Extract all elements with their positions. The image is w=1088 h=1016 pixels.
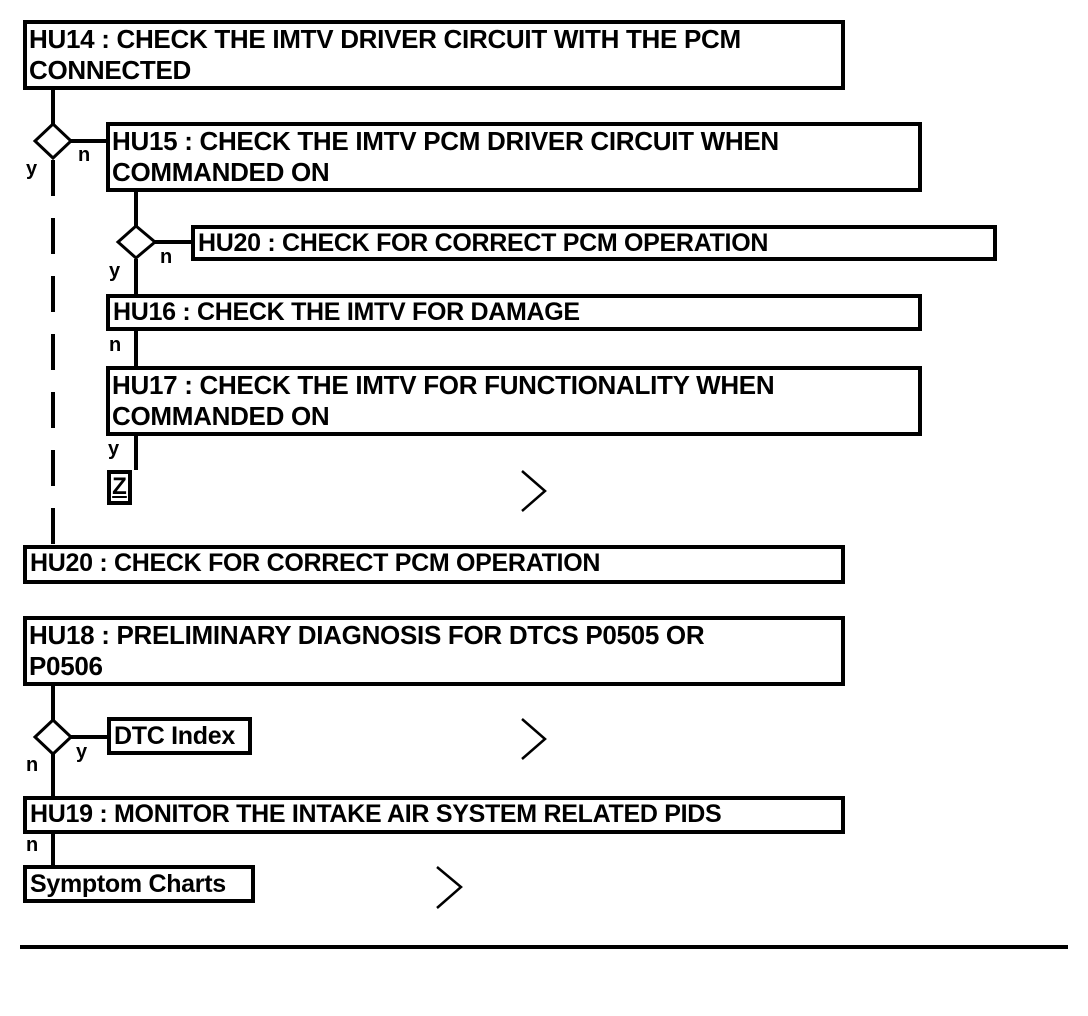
chevron-right-icon: [521, 470, 547, 512]
branch-label-no: n: [78, 144, 91, 166]
branch-label-no: n: [109, 334, 122, 356]
symptom-charts-link[interactable]: Symptom Charts: [23, 865, 255, 903]
dtc-index-link[interactable]: DTC Index: [107, 717, 252, 755]
chevron-right-icon: [436, 866, 463, 909]
chevron-right-icon: [521, 718, 547, 760]
branch-label-yes: y: [26, 158, 38, 180]
branch-label-no: n: [26, 754, 39, 776]
decision-diamond-1: [32, 121, 74, 161]
branch-label-no: n: [26, 834, 39, 856]
branch-label-yes: y: [76, 741, 88, 763]
decision-diamond-3: [32, 717, 74, 757]
step-hu19[interactable]: HU19 : MONITOR THE INTAKE AIR SYSTEM REL…: [23, 796, 845, 834]
step-hu14[interactable]: HU14 : CHECK THE IMTV DRIVER CIRCUIT WIT…: [23, 20, 845, 90]
branch-label-no: n: [160, 246, 173, 268]
z-marker[interactable]: Z: [107, 470, 132, 505]
step-hu20-inner[interactable]: HU20 : CHECK FOR CORRECT PCM OPERATION: [191, 225, 997, 261]
step-hu18[interactable]: HU18 : PRELIMINARY DIAGNOSIS FOR DTCS P0…: [23, 616, 845, 686]
step-hu20[interactable]: HU20 : CHECK FOR CORRECT PCM OPERATION: [23, 545, 845, 584]
step-hu17[interactable]: HU17 : CHECK THE IMTV FOR FUNCTIONALITY …: [106, 366, 922, 436]
branch-label-yes: y: [109, 260, 121, 282]
step-hu16[interactable]: HU16 : CHECK THE IMTV FOR DAMAGE: [106, 294, 922, 331]
decision-diamond-2: [115, 224, 158, 260]
step-hu15[interactable]: HU15 : CHECK THE IMTV PCM DRIVER CIRCUIT…: [106, 122, 922, 192]
branch-label-yes: y: [108, 438, 120, 460]
